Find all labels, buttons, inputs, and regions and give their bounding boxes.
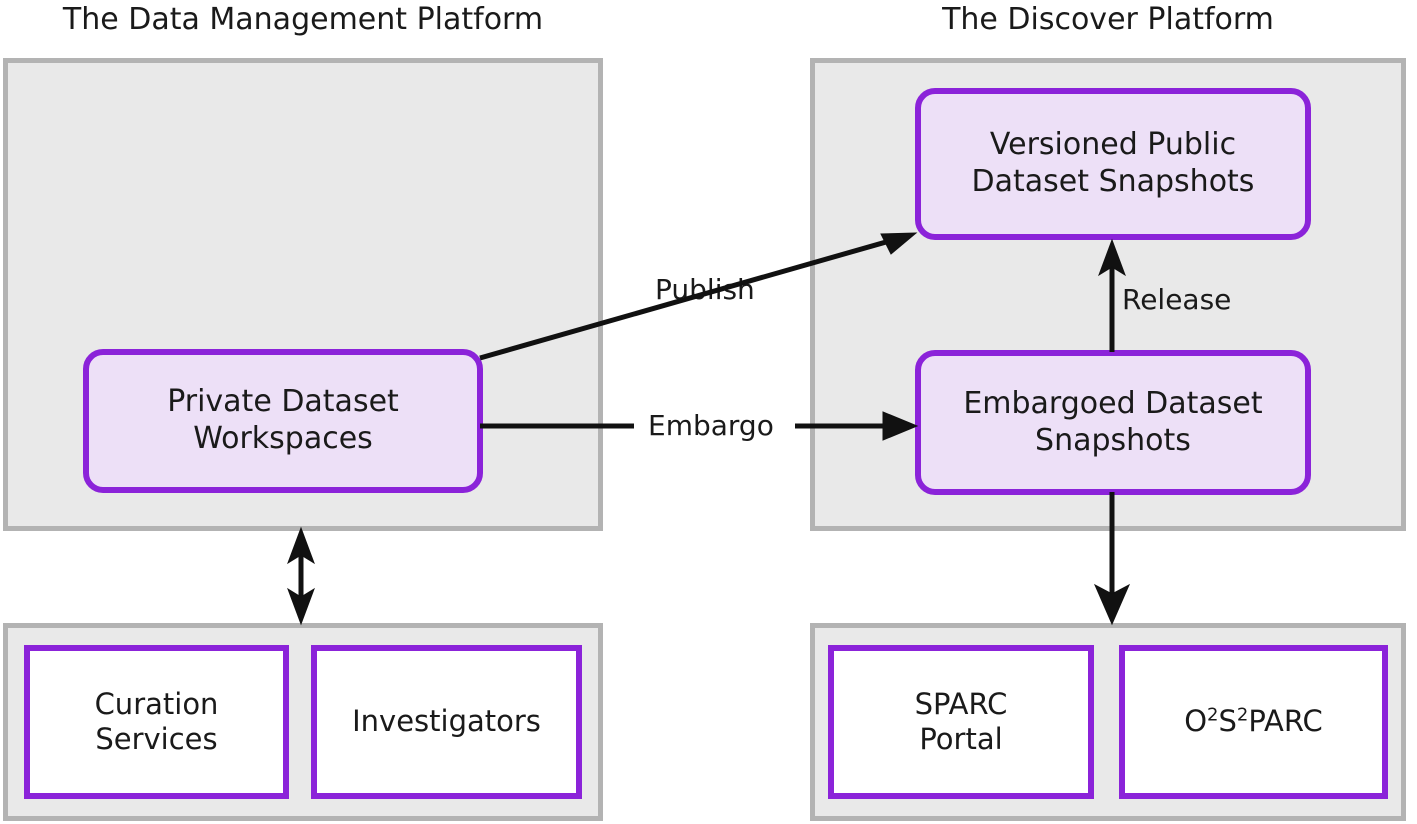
o2s2parc-base-parc: PARC: [1248, 704, 1323, 739]
node-label-line2: Snapshots: [1035, 422, 1191, 458]
node-label-line1: Versioned Public: [989, 127, 1237, 163]
box-investigators[interactable]: Investigators: [311, 645, 582, 799]
box-label-line2: Services: [95, 722, 218, 756]
node-versioned-public-dataset-snapshots-label: Versioned Public Dataset Snapshots: [972, 127, 1255, 200]
o2s2parc-superscript-2: 2: [1236, 704, 1249, 726]
edge-label-release: Release: [1122, 283, 1232, 316]
node-label-line2: Dataset Snapshots: [971, 164, 1255, 199]
box-sparc-portal[interactable]: SPARC Portal: [828, 645, 1094, 799]
page-title-data-management-platform: The Data Management Platform: [62, 2, 544, 37]
o2s2parc-superscript-1: 2: [1207, 704, 1219, 726]
node-label-line1: Private Dataset: [167, 384, 399, 420]
o2s2parc-base-s: S: [1218, 704, 1237, 739]
box-label-line2: Portal: [919, 722, 1003, 756]
box-label-line1: SPARC: [914, 686, 1008, 721]
node-private-dataset-workspaces[interactable]: Private Dataset Workspaces: [83, 349, 483, 493]
node-label-line2: Workspaces: [193, 421, 373, 456]
box-curation-services[interactable]: Curation Services: [24, 645, 289, 799]
o2s2parc-base-o: O: [1184, 704, 1208, 739]
box-o2s2parc-label: O2S2PARC: [1184, 704, 1323, 739]
page-title-discover-platform: The Discover Platform: [942, 2, 1274, 37]
box-label-line1: Curation: [94, 686, 219, 721]
node-embargoed-dataset-snapshots-label: Embargoed Dataset Snapshots: [963, 386, 1262, 459]
node-embargoed-dataset-snapshots[interactable]: Embargoed Dataset Snapshots: [915, 350, 1311, 495]
node-label-line1: Embargoed Dataset: [963, 385, 1263, 421]
edge-label-publish: Publish: [655, 273, 755, 306]
box-o2s2parc[interactable]: O2S2PARC: [1119, 645, 1388, 799]
arrow-dmp-consumers-bidirectional: [287, 526, 315, 626]
edge-label-embargo: Embargo: [648, 409, 774, 442]
node-versioned-public-dataset-snapshots[interactable]: Versioned Public Dataset Snapshots: [915, 88, 1311, 240]
node-private-dataset-workspaces-label: Private Dataset Workspaces: [167, 384, 399, 457]
box-investigators-label: Investigators: [352, 704, 541, 739]
box-curation-services-label: Curation Services: [95, 687, 219, 758]
box-sparc-portal-label: SPARC Portal: [915, 687, 1008, 758]
